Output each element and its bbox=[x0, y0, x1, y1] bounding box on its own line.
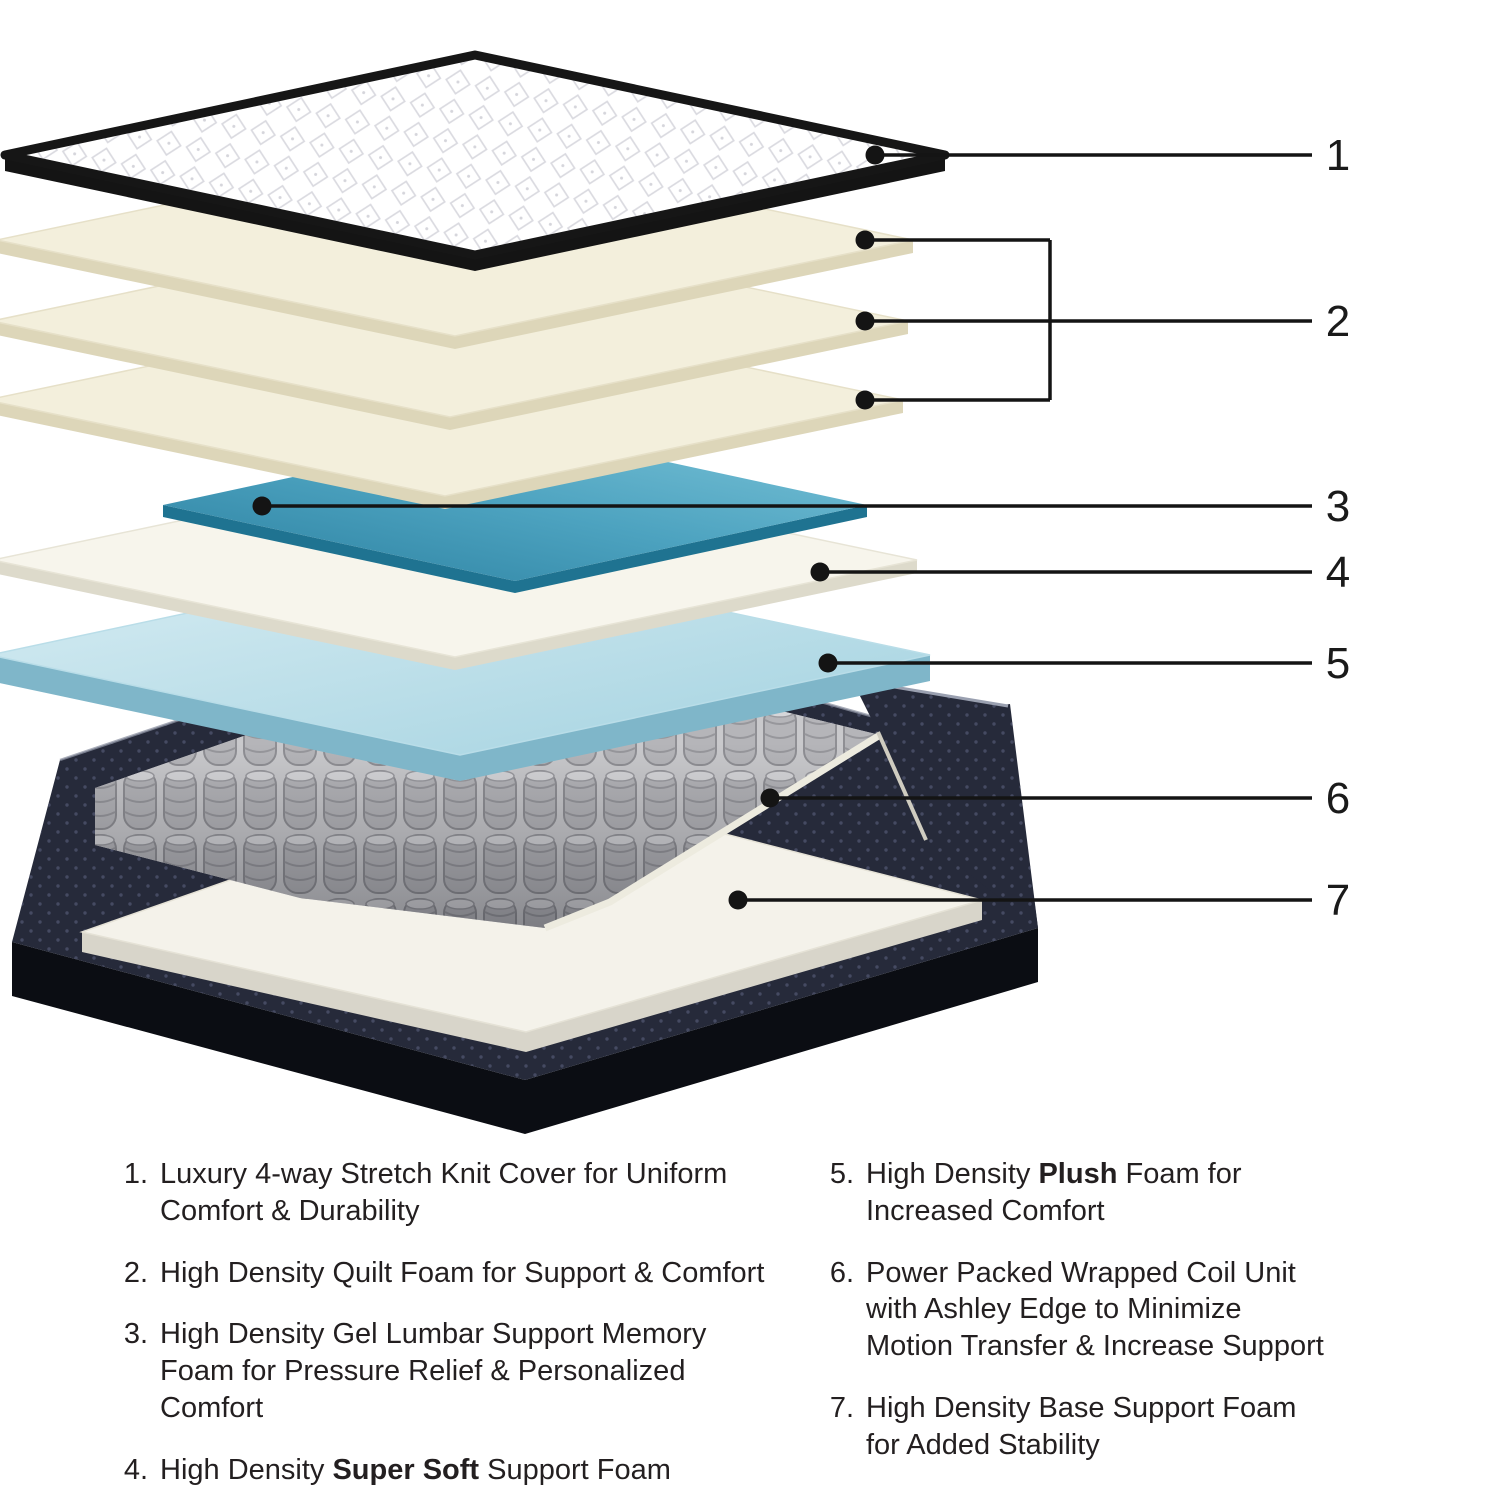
callout-6: 6 bbox=[760, 774, 1350, 823]
callout-7: 7 bbox=[728, 876, 1350, 925]
callouts: 1 2 3 4 bbox=[252, 131, 1350, 925]
callout-4-number: 4 bbox=[1326, 548, 1350, 597]
coil-cutaway-piping bbox=[543, 732, 882, 932]
legend-item-2: 2. High Density Quilt Foam for Support &… bbox=[112, 1255, 780, 1292]
legend-item-5: 5. High Density Plush Foam for Increased… bbox=[818, 1156, 1332, 1230]
legend-item-7: 7. High Density Base Support Foam for Ad… bbox=[818, 1390, 1332, 1464]
text-segment-bold: Super Soft bbox=[332, 1453, 480, 1486]
legend-item-7-number: 7. bbox=[829, 1392, 854, 1425]
text-segment: High Density Quilt Foam for Support & Co… bbox=[160, 1256, 765, 1289]
callout-5-number: 5 bbox=[1326, 639, 1350, 688]
callout-1-number: 1 bbox=[1326, 131, 1350, 180]
callout-2-number: 2 bbox=[1326, 297, 1350, 346]
legend-item-5-number: 5. bbox=[829, 1158, 854, 1190]
cover-layer bbox=[0, 50, 950, 271]
text-segment-bold: Plush bbox=[1038, 1158, 1118, 1190]
callout-7-dot bbox=[728, 890, 748, 910]
legend-item-6: 6. Power Packed Wrapped Coil Unit with A… bbox=[818, 1255, 1332, 1365]
text-segment: Luxury 4-way Stretch Knit Cover for Unif… bbox=[160, 1158, 728, 1227]
callout-5: 5 bbox=[818, 639, 1350, 688]
callout-2-dot-a bbox=[855, 230, 875, 250]
callout-4-dot bbox=[810, 562, 830, 582]
fabric-corner-wedge bbox=[851, 678, 1038, 928]
text-segment: Foam for Increased Comfort bbox=[866, 1158, 1242, 1227]
callout-3-number: 3 bbox=[1326, 482, 1350, 531]
callout-5-dot bbox=[818, 653, 838, 673]
legend-item-4-text: High Density Super Soft Support Foam bbox=[160, 1452, 780, 1489]
legend-item-3-text: High Density Gel Lumbar Support Memory F… bbox=[160, 1316, 780, 1426]
plush-foam-side bbox=[0, 655, 930, 781]
legend-item-4-number: 4. bbox=[123, 1453, 148, 1486]
legend-item-5-text: High Density Plush Foam for Increased Co… bbox=[866, 1156, 1332, 1230]
callout-3: 3 bbox=[252, 482, 1350, 531]
callout-2-dot-b bbox=[855, 311, 875, 331]
legend-item-2-text: High Density Quilt Foam for Support & Co… bbox=[160, 1255, 780, 1292]
text-segment: High Density Gel Lumbar Support Memory F… bbox=[160, 1318, 707, 1425]
callout-1: 1 bbox=[865, 131, 1350, 180]
text-segment: High Density bbox=[160, 1453, 333, 1486]
text-segment: Power Packed Wrapped Coil Unit with Ashl… bbox=[866, 1256, 1324, 1363]
callout-7-number: 7 bbox=[1326, 876, 1350, 925]
legend-right-column: 5. High Density Plush Foam for Increased… bbox=[818, 1156, 1332, 1489]
legend-item-1-number: 1. bbox=[123, 1158, 148, 1190]
wedge-cut-piping bbox=[876, 731, 928, 841]
legend-item-1-text: Luxury 4-way Stretch Knit Cover for Unif… bbox=[160, 1156, 780, 1230]
legend-item-6-number: 6. bbox=[829, 1256, 854, 1289]
legend-item-3-number: 3. bbox=[123, 1318, 148, 1351]
callout-6-dot bbox=[760, 788, 780, 808]
text-segment: High Density Base Support Foam for Added… bbox=[866, 1392, 1297, 1461]
callout-1-dot bbox=[865, 145, 885, 165]
text-segment: High Density bbox=[866, 1158, 1039, 1190]
callout-6-number: 6 bbox=[1326, 774, 1350, 823]
callout-4: 4 bbox=[810, 548, 1350, 597]
callout-2: 2 bbox=[855, 230, 1350, 410]
legend-item-7-text: High Density Base Support Foam for Added… bbox=[866, 1390, 1332, 1464]
mattress-diagram: 1 2 3 4 bbox=[0, 50, 1350, 1134]
base-unit-front-side bbox=[12, 928, 1038, 1134]
legend-item-1: 1. Luxury 4-way Stretch Knit Cover for U… bbox=[112, 1156, 780, 1230]
text-segment: Support Foam bbox=[479, 1453, 671, 1486]
callout-2-dot-c bbox=[855, 390, 875, 410]
legend-item-2-number: 2. bbox=[123, 1256, 148, 1289]
base-foam-side bbox=[82, 900, 982, 1052]
legend-item-4: 4. High Density Super Soft Support Foam bbox=[112, 1452, 780, 1489]
legend-left-column: 1. Luxury 4-way Stretch Knit Cover for U… bbox=[112, 1156, 780, 1500]
wedge-fabric-texture bbox=[852, 680, 1038, 928]
legend-item-6-text: Power Packed Wrapped Coil Unit with Ashl… bbox=[866, 1255, 1332, 1365]
callout-3-dot bbox=[252, 496, 272, 516]
legend-item-3: 3. High Density Gel Lumbar Support Memor… bbox=[112, 1316, 780, 1426]
